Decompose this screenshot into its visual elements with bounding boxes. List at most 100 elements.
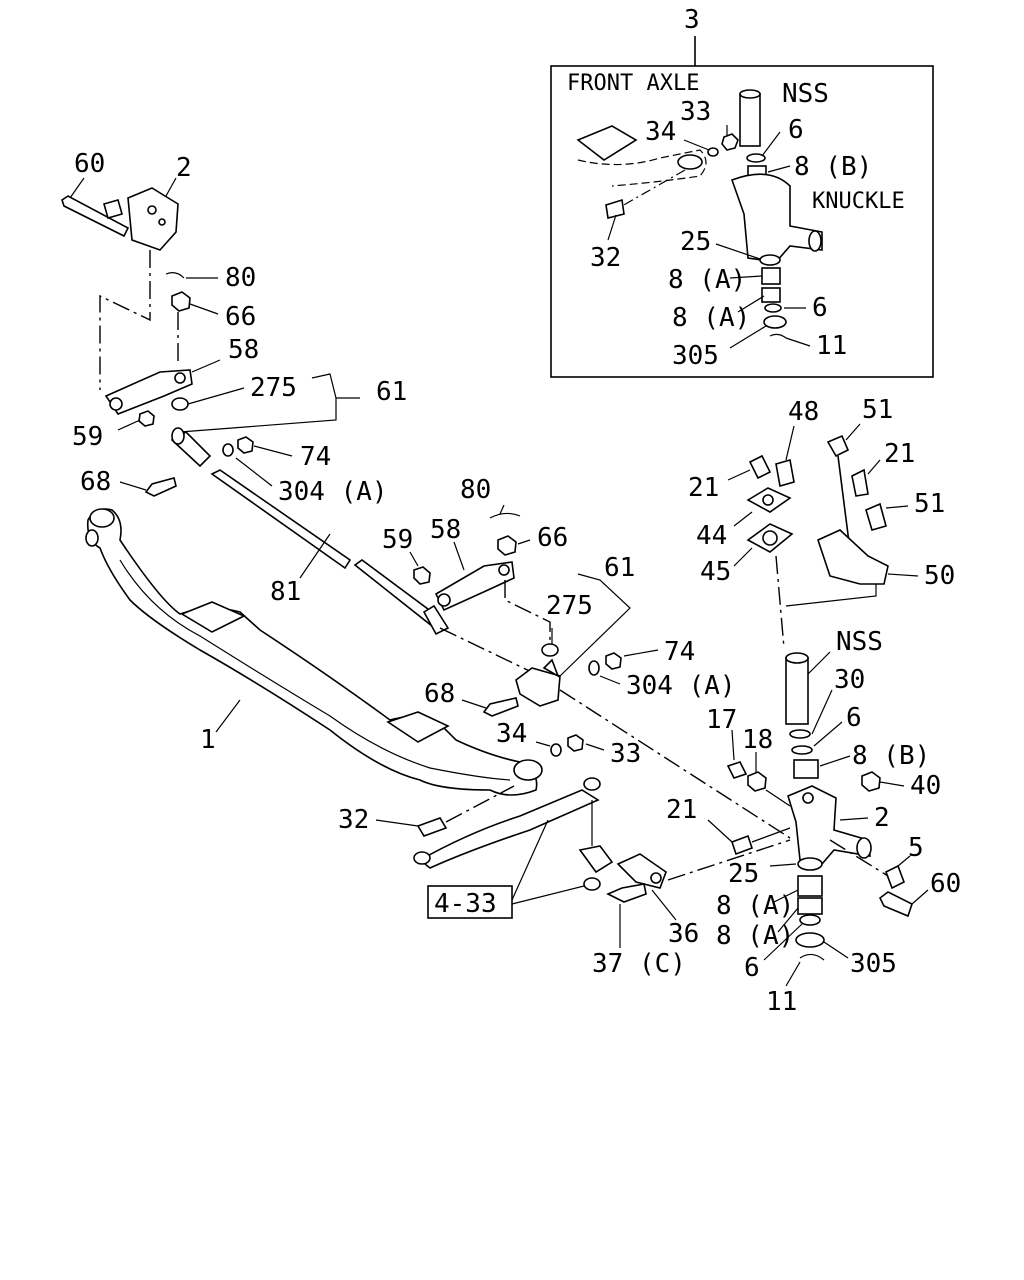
bolt-60-main xyxy=(878,891,913,918)
inset-bush-8a-1 xyxy=(761,267,781,285)
label-305-main: 305 xyxy=(850,949,897,979)
nut-33-main xyxy=(567,734,584,752)
label-17: 17 xyxy=(706,705,737,735)
label-6-main-top: 6 xyxy=(846,703,862,733)
inset-bush-8a-2 xyxy=(761,287,781,303)
inset-nss-sleeve xyxy=(739,93,761,147)
label-37c: 37 (C) xyxy=(592,949,686,979)
cotter-80-upper xyxy=(165,272,185,279)
tie-rod-assembly: 81 80 59 58 66 61 275 74 xyxy=(210,469,791,839)
label-2-main: 2 xyxy=(874,803,890,833)
fitting-21-main xyxy=(730,834,754,856)
plug-17 xyxy=(726,761,748,779)
nut-18 xyxy=(747,771,767,792)
label-81: 81 xyxy=(270,577,301,607)
inset-label-8b: 8 (B) xyxy=(794,152,872,182)
washer-304a-upper xyxy=(222,443,234,457)
label-275-upper: 275 xyxy=(250,373,297,403)
label-66-middle: 66 xyxy=(537,523,568,553)
bolt-68-middle xyxy=(482,697,519,717)
label-25-main: 25 xyxy=(728,859,759,889)
boot-275-upper xyxy=(171,397,189,411)
washer-34-main xyxy=(550,743,562,757)
nss-sleeve-main xyxy=(785,657,809,725)
label-36: 36 xyxy=(668,919,699,949)
nut-74-upper xyxy=(237,436,254,454)
label-2-upper: 2 xyxy=(176,153,192,183)
label-74-upper: 74 xyxy=(300,442,331,472)
drag-link xyxy=(418,789,600,869)
inset-label-305: 305 xyxy=(672,341,719,371)
label-11-main: 11 xyxy=(766,987,797,1017)
label-1: 1 xyxy=(200,725,216,755)
label-33-main: 33 xyxy=(610,739,641,769)
label-68-upper: 68 xyxy=(80,467,111,497)
label-275-middle: 275 xyxy=(546,591,593,621)
label-58-upper: 58 xyxy=(228,335,259,365)
steering-arm-2-upper xyxy=(127,187,179,251)
tie-rod-81-left xyxy=(210,469,352,570)
cotter-80-middle xyxy=(489,512,521,519)
label-66-upper: 66 xyxy=(225,302,256,332)
bush-8b-main xyxy=(793,759,819,779)
label-18: 18 xyxy=(742,725,773,755)
upper-left-assembly: 60 2 80 66 58 275 61 59 xyxy=(61,149,407,507)
label-51-top: 51 xyxy=(862,395,893,425)
inset-washer-6 xyxy=(746,153,766,163)
label-8a-main-2: 8 (A) xyxy=(716,921,794,951)
label-nss-main: NSS xyxy=(836,627,883,657)
label-21-main: 21 xyxy=(666,795,697,825)
inset-axle-eye xyxy=(677,154,703,170)
label-44: 44 xyxy=(696,521,727,551)
inset-front-axle-knuckle: 3 FRONT AXLE KNUCKLE NSS xyxy=(550,5,934,378)
right-knuckle-assembly: 48 51 21 21 51 44 45 50 NSS xyxy=(666,395,961,1017)
inset-label-11: 11 xyxy=(816,331,847,361)
bolt-51-top xyxy=(826,434,850,458)
label-48: 48 xyxy=(788,397,819,427)
label-59-upper: 59 xyxy=(72,422,103,452)
inset-label-33: 33 xyxy=(680,97,711,127)
washer-304a-middle xyxy=(588,660,600,676)
label-21-left: 21 xyxy=(688,473,719,503)
label-304a-upper: 304 (A) xyxy=(278,477,388,507)
fitting-21-left xyxy=(748,454,772,480)
inset-knuckle xyxy=(730,173,823,263)
label-68-middle: 68 xyxy=(424,679,455,709)
nut-66-middle xyxy=(497,535,517,556)
inset-label-34: 34 xyxy=(645,117,676,147)
label-61-upper: 61 xyxy=(376,377,407,407)
inset-label-6b: 6 xyxy=(812,293,828,323)
label-5: 5 xyxy=(908,833,924,863)
label-6-main-bottom: 6 xyxy=(744,953,760,983)
drag-link-ref-box[interactable] xyxy=(427,885,513,919)
label-21-right: 21 xyxy=(884,439,915,469)
front-axle-beam: 1 34 33 32 xyxy=(85,508,641,837)
nut-59-middle xyxy=(413,566,431,585)
inset-nss-label: NSS xyxy=(782,79,829,109)
washer-6-main-top xyxy=(791,745,813,755)
label-32-main: 32 xyxy=(338,805,369,835)
pin-32-main xyxy=(416,817,448,837)
inset-clip-11 xyxy=(769,333,787,339)
inset-label-8a-1: 8 (A) xyxy=(668,265,746,295)
bolt-48 xyxy=(775,458,795,488)
inset-washer-25 xyxy=(759,254,781,266)
inset-washer-6b xyxy=(764,303,782,313)
bolt-51-right xyxy=(865,502,887,531)
nut-59-upper xyxy=(138,410,155,427)
steering-knuckle-2 xyxy=(787,785,871,865)
inset-ref-label: 3 xyxy=(684,5,700,35)
arm-58-upper xyxy=(104,369,193,415)
label-30: 30 xyxy=(834,665,865,695)
inset-label-6: 6 xyxy=(788,115,804,145)
pin-5 xyxy=(884,864,906,890)
label-304a-middle: 304 (A) xyxy=(626,671,736,701)
label-80-middle: 80 xyxy=(460,475,491,505)
label-58-middle: 58 xyxy=(430,515,461,545)
boot-275-middle xyxy=(541,643,559,657)
inset-label-32: 32 xyxy=(590,243,621,273)
front-axle-label: FRONT AXLE xyxy=(567,71,699,96)
clip-11-main xyxy=(799,953,825,961)
ball-joint-middle xyxy=(515,667,561,707)
